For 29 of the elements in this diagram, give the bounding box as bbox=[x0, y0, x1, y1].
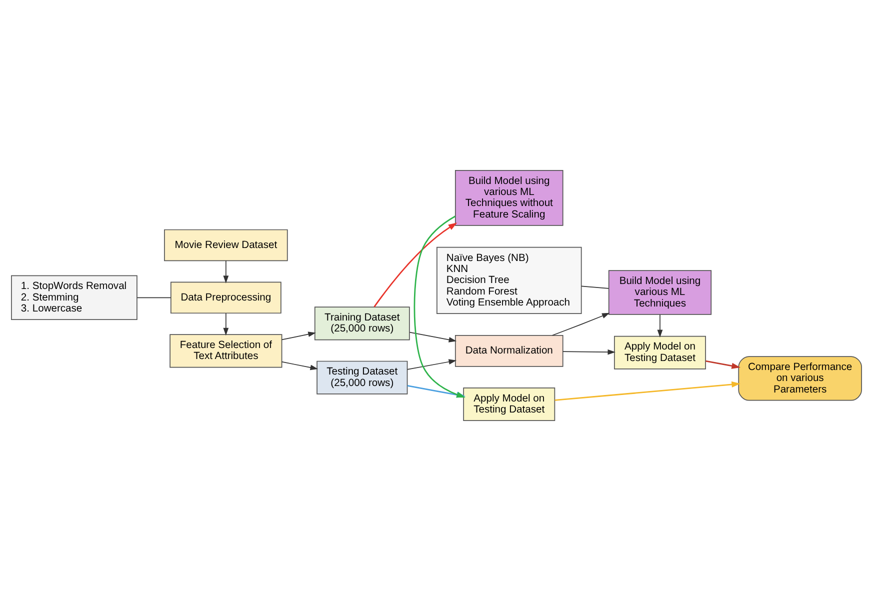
arrow bbox=[406, 358, 456, 370]
node-box: Naïve Bayes (NB) KNN Decision Tree Random Forest Voting Ensemble Approach bbox=[436, 246, 582, 314]
connector bbox=[581, 285, 609, 288]
arrow bbox=[414, 215, 466, 398]
node-box: Training Dataset (25,000 rows) bbox=[314, 306, 410, 340]
arrow bbox=[223, 260, 229, 283]
connector bbox=[136, 296, 172, 298]
node-box: Apply Model on Testing Dataset bbox=[614, 335, 706, 369]
arrow bbox=[562, 348, 616, 354]
arrow bbox=[407, 384, 466, 398]
node-box: Movie Review Dataset bbox=[164, 228, 288, 261]
arrow bbox=[657, 314, 663, 337]
arrow bbox=[552, 312, 610, 336]
arrow bbox=[706, 360, 740, 368]
node-box: Build Model using various ML Techniques without Feature Scaling bbox=[454, 170, 564, 226]
node-box: Data Preprocessing bbox=[170, 281, 282, 314]
node-box: Testing Dataset (25,000 rows) bbox=[316, 360, 408, 394]
node-box: Feature Selection of Text Attributes bbox=[170, 334, 282, 368]
arrow bbox=[409, 331, 457, 342]
arrow bbox=[281, 331, 316, 340]
node-box: Data Normalization bbox=[454, 334, 564, 366]
arrow bbox=[554, 380, 740, 400]
arrow bbox=[281, 360, 318, 370]
node-box: Apply Model on Testing Dataset bbox=[463, 386, 556, 420]
node-box: Compare Performance on various Parameters bbox=[738, 356, 862, 400]
node-box: 1. StopWords Removal 2. Stemming 3. Lowercase bbox=[11, 274, 138, 320]
arrow bbox=[374, 222, 458, 307]
node-box: Build Model using various ML Techniques bbox=[608, 270, 712, 314]
arrow bbox=[223, 312, 229, 336]
